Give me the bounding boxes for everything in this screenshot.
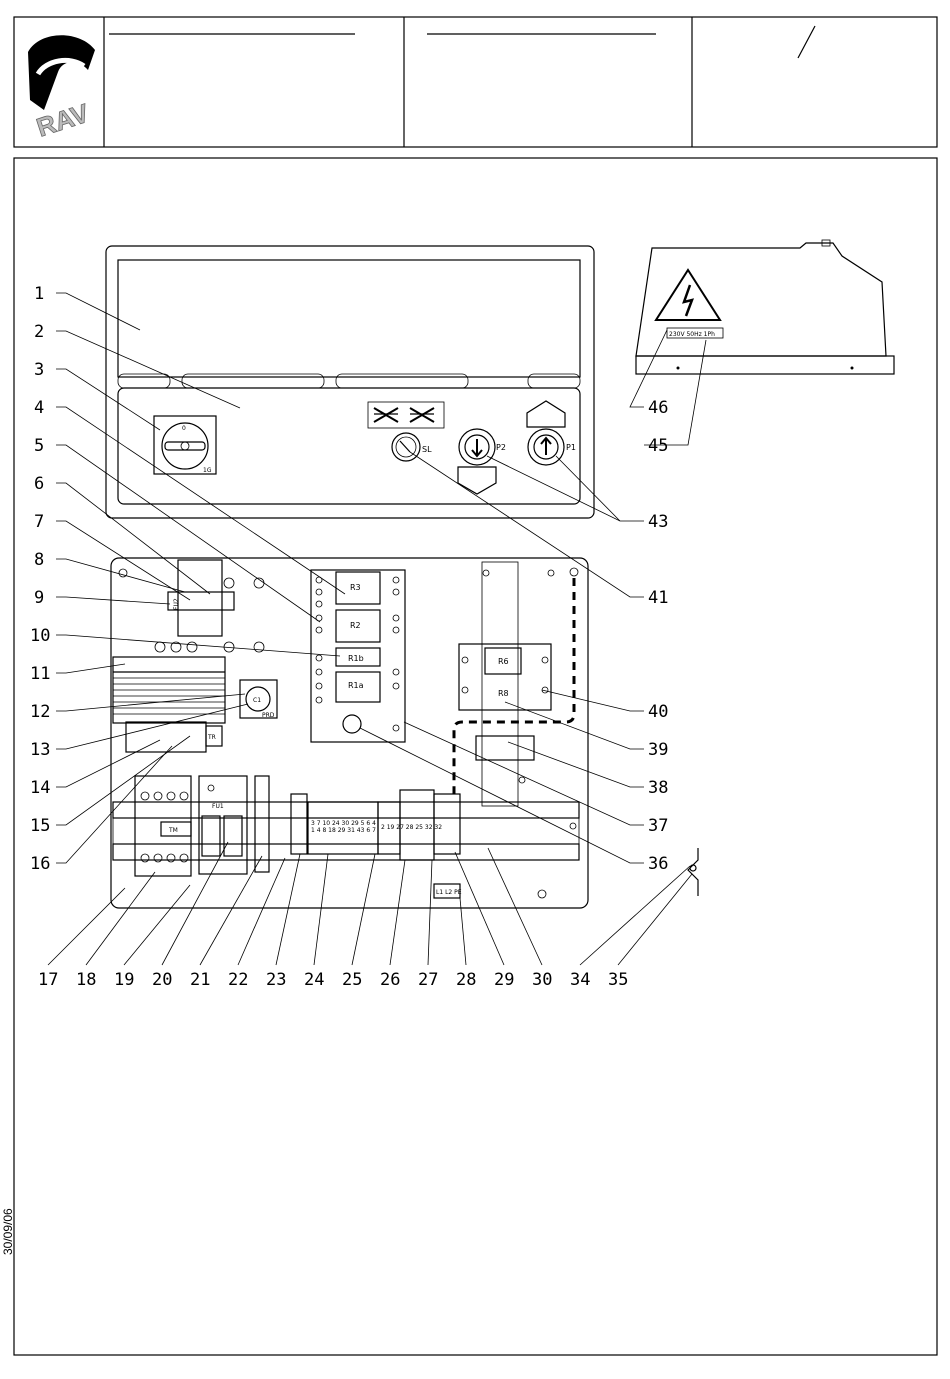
p1-up-button: P1 bbox=[527, 401, 576, 465]
supply-terminals: L1 L2 PE bbox=[436, 889, 462, 896]
callout-20: 20 bbox=[152, 970, 172, 990]
prd-label: PRD bbox=[262, 712, 275, 719]
callout-11: 11 bbox=[30, 664, 50, 684]
sl-gauge-icon: SL bbox=[392, 433, 432, 461]
relay-block-right: R6 R8 bbox=[454, 562, 578, 898]
callout-45: 45 bbox=[648, 436, 668, 456]
callout-27: 27 bbox=[418, 970, 438, 990]
relay-r1a-label: R1a bbox=[348, 681, 364, 690]
capacitor: C1 PRD bbox=[240, 680, 277, 719]
voltage-label: 230V 50Hz 1Ph bbox=[669, 331, 715, 338]
callout-15: 15 bbox=[30, 816, 50, 836]
callout-41: 41 bbox=[648, 588, 668, 608]
relay-block: R3 R2 R1b R1a bbox=[311, 570, 405, 742]
callouts-right: 46 45 43 41 40 39 38 37 36 bbox=[648, 398, 668, 874]
callout-1: 1 bbox=[34, 284, 44, 304]
housing-side-view: 230V 50Hz 1Ph bbox=[636, 240, 894, 374]
terminals-top-row: 3 7 10 24 30 29 5 6 4 bbox=[311, 820, 376, 827]
callout-35: 35 bbox=[608, 970, 628, 990]
callout-19: 19 bbox=[114, 970, 134, 990]
date-stamp: 30/09/06 bbox=[1, 1208, 15, 1255]
callout-2: 2 bbox=[34, 322, 44, 342]
tm-label: TM bbox=[168, 827, 178, 834]
sheet-slash bbox=[798, 26, 815, 58]
callout-38: 38 bbox=[648, 778, 668, 798]
callouts-left: 1 2 3 4 5 6 7 8 9 10 11 12 13 14 15 16 bbox=[30, 284, 50, 874]
fu2-label: FU2 bbox=[173, 598, 180, 610]
callout-7: 7 bbox=[34, 512, 44, 532]
c1-label: C1 bbox=[253, 697, 261, 704]
callout-36: 36 bbox=[648, 854, 668, 874]
fuse-fu1: FU1 bbox=[199, 776, 247, 874]
callout-3: 3 bbox=[34, 360, 44, 380]
callout-4: 4 bbox=[34, 398, 44, 418]
callout-34: 34 bbox=[570, 970, 590, 990]
callout-28: 28 bbox=[456, 970, 476, 990]
callout-5: 5 bbox=[34, 436, 44, 456]
callout-23: 23 bbox=[266, 970, 286, 990]
front-panel: 0 1G SL P2 P1 bbox=[106, 246, 594, 518]
callout-21: 21 bbox=[190, 970, 210, 990]
callout-43: 43 bbox=[648, 512, 668, 532]
switch-mark-top: 0 bbox=[182, 425, 186, 432]
high-voltage-warning-icon bbox=[656, 270, 720, 320]
callout-39: 39 bbox=[648, 740, 668, 760]
callout-22: 22 bbox=[228, 970, 248, 990]
callout-9: 9 bbox=[34, 588, 44, 608]
relay-r8-label: R8 bbox=[498, 689, 509, 698]
sl-symbols bbox=[368, 402, 444, 428]
callout-10: 10 bbox=[30, 626, 50, 646]
terminals-bottom-row: 1 4 8 18 29 31 43 6 7 bbox=[311, 827, 376, 834]
callout-17: 17 bbox=[38, 970, 58, 990]
callout-16: 16 bbox=[30, 854, 50, 874]
callout-37: 37 bbox=[648, 816, 668, 836]
callout-25: 25 bbox=[342, 970, 362, 990]
callout-46: 46 bbox=[648, 398, 668, 418]
callout-8: 8 bbox=[34, 550, 44, 570]
transformer: TR bbox=[113, 657, 225, 752]
callout-6: 6 bbox=[34, 474, 44, 494]
callout-12: 12 bbox=[30, 702, 50, 722]
main-switch: 0 1G bbox=[154, 416, 216, 474]
relay-r3-label: R3 bbox=[350, 583, 361, 592]
title-block: RAV bbox=[14, 17, 937, 147]
switch-mark-bottom: 1G bbox=[203, 467, 212, 474]
callout-18: 18 bbox=[76, 970, 96, 990]
p1-label: P1 bbox=[566, 443, 576, 452]
internal-plate: FU2 TR C1 PRD bbox=[111, 558, 698, 908]
callout-13: 13 bbox=[30, 740, 50, 760]
sl-label: SL bbox=[422, 445, 432, 454]
callout-14: 14 bbox=[30, 778, 50, 798]
rav-logo: RAV bbox=[28, 35, 95, 142]
relay-r6-label: R6 bbox=[498, 657, 509, 666]
callout-24: 24 bbox=[304, 970, 324, 990]
fu1-label: FU1 bbox=[212, 803, 224, 810]
relay-r2-label: R2 bbox=[350, 621, 361, 630]
tr-label: TR bbox=[207, 734, 216, 741]
callout-30: 30 bbox=[532, 970, 552, 990]
terminals-mid-row: 2 19 27 28 25 32 32 bbox=[381, 824, 442, 831]
earth-screw-detail bbox=[688, 848, 698, 896]
p2-label: P2 bbox=[496, 443, 506, 452]
power-supply bbox=[255, 776, 269, 872]
relay-r1b-label: R1b bbox=[348, 654, 364, 663]
callout-29: 29 bbox=[494, 970, 514, 990]
callout-40: 40 bbox=[648, 702, 668, 722]
thermal-magnetic-breaker: TM bbox=[135, 776, 191, 876]
callouts-bottom: 17 18 19 20 21 22 23 24 25 26 27 28 29 3… bbox=[38, 970, 628, 990]
callout-26: 26 bbox=[380, 970, 400, 990]
leader-lines bbox=[48, 293, 706, 965]
